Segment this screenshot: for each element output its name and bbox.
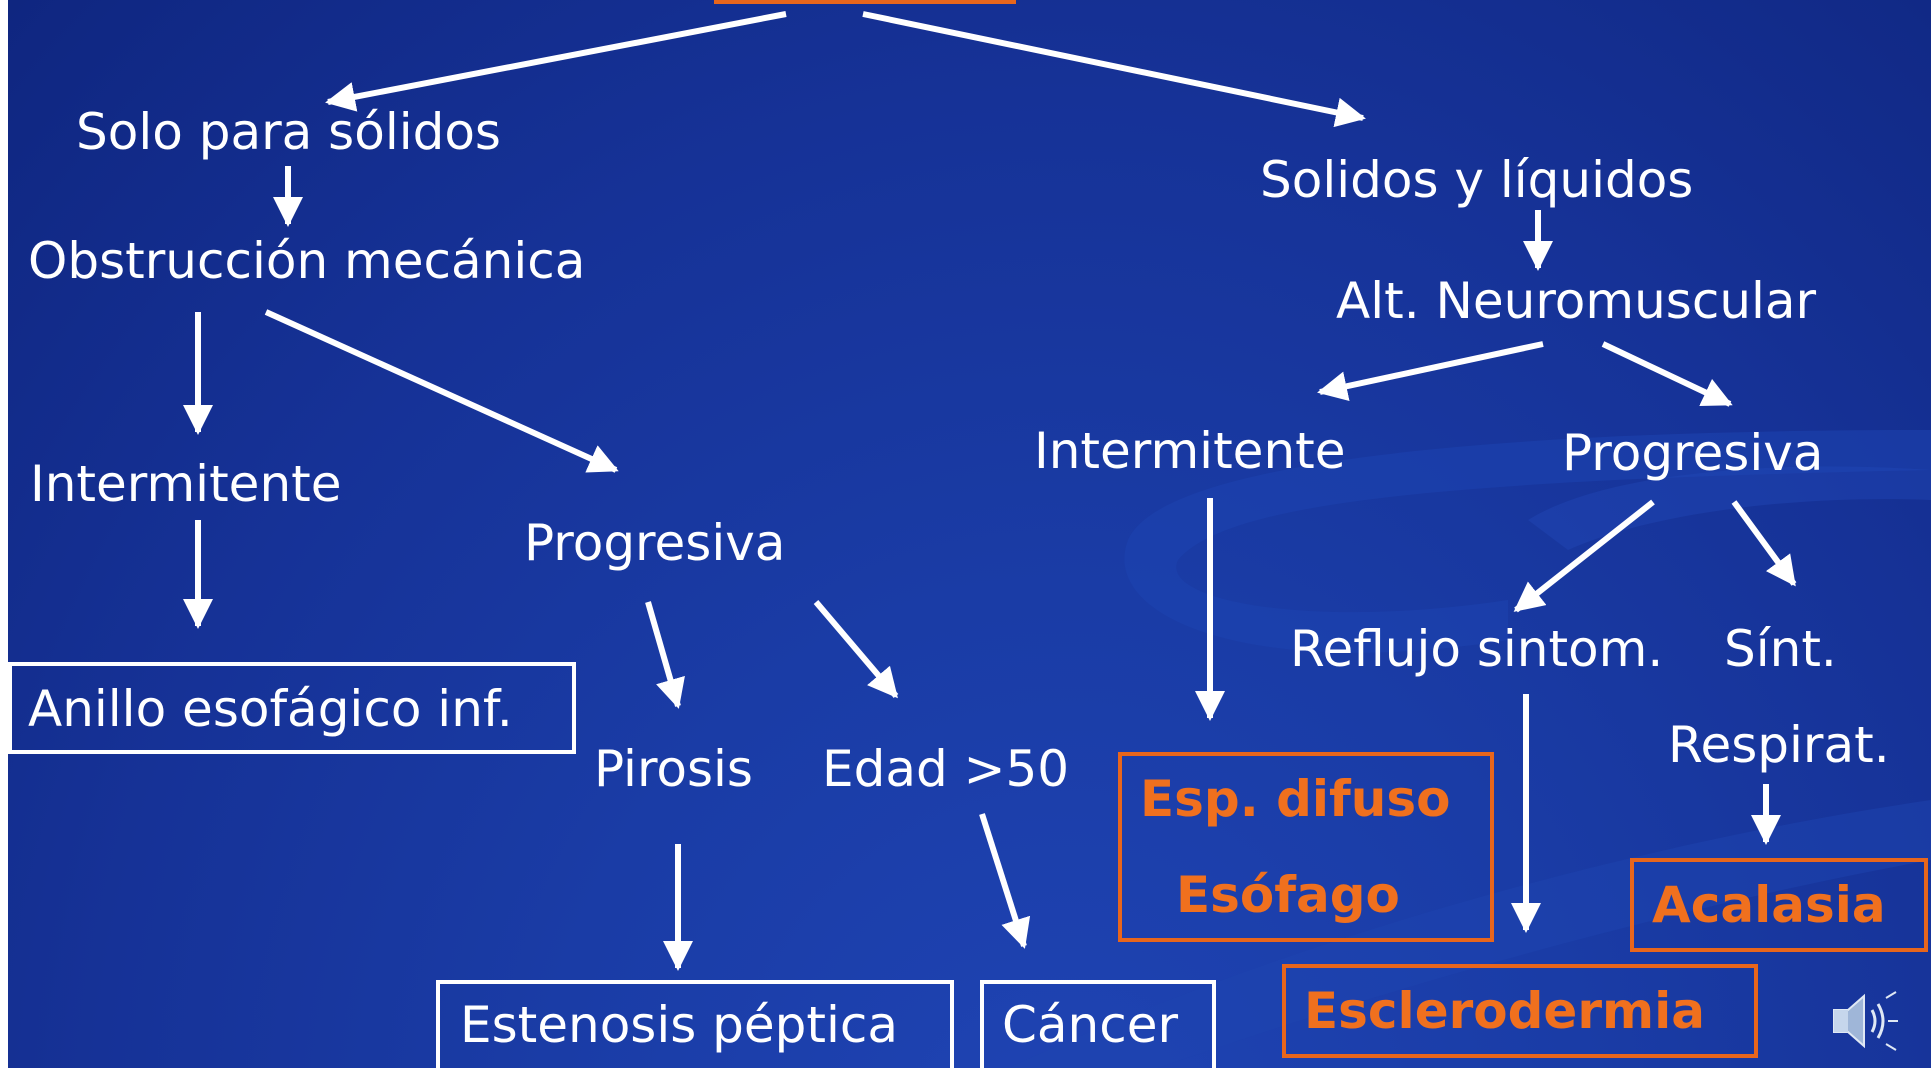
diffuse-spasm-line2-label: Esófago <box>1176 866 1400 924</box>
heartburn-label: Pirosis <box>594 740 753 798</box>
arrow <box>1513 499 1655 613</box>
scleroderma-box <box>1282 964 1758 1058</box>
lower-ring-box <box>8 662 576 754</box>
peptic-stenosis-label: Estenosis péptica <box>460 996 899 1054</box>
lower-ring-label: Anillo esofágico inf. <box>28 680 513 738</box>
right-progressive-label: Progresiva <box>1562 424 1824 482</box>
achalasia-box <box>1630 858 1928 952</box>
reflux-symptoms-label: Reflujo sintom. <box>1290 620 1664 678</box>
diffuse-spasm-line1-label: Esp. difuso <box>1140 770 1451 828</box>
arrow <box>645 601 685 709</box>
flow-arrows <box>183 11 1797 971</box>
left-progressive-label: Progresiva <box>524 514 786 572</box>
neuromuscular-label: Alt. Neuromuscular <box>1336 272 1817 330</box>
solids-only-label: Solo para sólidos <box>76 103 501 161</box>
arrow <box>862 11 1366 128</box>
diffuse-spasm-box <box>1118 752 1494 942</box>
scleroderma-label: Esclerodermia <box>1304 982 1705 1040</box>
slide: Solo para sólidos Obstrucción mecánica I… <box>8 0 1931 1068</box>
arrow <box>813 600 899 699</box>
cancer-box <box>980 980 1216 1068</box>
resp-symptoms-line1-label: Sínt. <box>1724 620 1837 678</box>
background-swoosh <box>1008 430 1931 1068</box>
right-intermittent-label: Intermitente <box>1034 422 1346 480</box>
arrow <box>264 309 619 473</box>
arrow <box>979 813 1031 949</box>
solids-and-liquids-label: Solidos y líquidos <box>1260 151 1694 209</box>
arrow <box>1601 341 1733 407</box>
arrow <box>1731 500 1797 587</box>
top-box <box>714 0 1016 4</box>
arrow <box>1317 341 1544 401</box>
left-intermittent-label: Intermitente <box>30 455 342 513</box>
resp-symptoms-line2-label: Respirat. <box>1668 716 1890 774</box>
cancer-label: Cáncer <box>1002 996 1179 1054</box>
achalasia-label: Acalasia <box>1652 876 1886 934</box>
age-over-50-label: Edad >50 <box>822 740 1070 798</box>
arrow <box>325 11 787 112</box>
speaker-icon[interactable] <box>1828 990 1900 1052</box>
mechanical-obstruction-label: Obstrucción mecánica <box>28 232 586 290</box>
peptic-stenosis-box <box>436 980 954 1068</box>
